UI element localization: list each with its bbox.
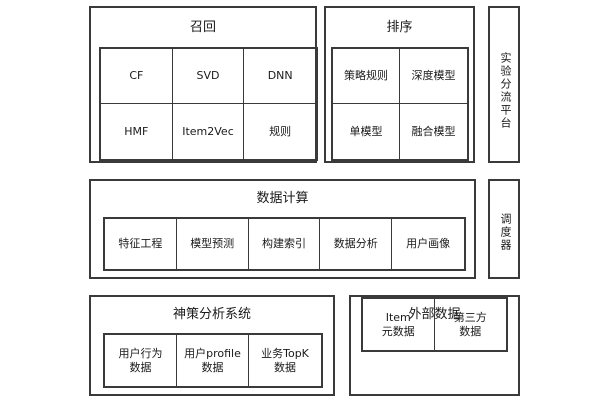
ab-platform-label: 实验分流平台 <box>499 52 512 130</box>
ab-platform-module: 实验分流平台 <box>488 6 520 163</box>
recall-title: 召回 <box>189 20 216 35</box>
rank-cell-deep-model: 深度模型 <box>400 49 467 104</box>
rank-cell-single-model: 单模型 <box>333 104 400 159</box>
compute-cell-build-index: 构建索引 <box>249 219 321 269</box>
rank-cell-strategy-rules: 策略规则 <box>333 49 400 104</box>
recall-cell-dnn: DNN <box>244 49 316 104</box>
external-data-module: 外部数据 Item 元数据 第三方 数据 <box>349 295 520 396</box>
scheduler-label: 调度器 <box>499 213 512 252</box>
scheduler-module: 调度器 <box>488 179 520 279</box>
analytics-system-title: 神策分析系统 <box>172 307 251 322</box>
recall-module: 召回 CF SVD DNN HMF Item2Vec 规则 <box>89 6 318 163</box>
compute-tasks-grid: 特征工程 模型预测 构建索引 数据分析 用户画像 <box>103 217 466 271</box>
recall-cell-hmf: HMF <box>101 104 173 159</box>
recall-algorithms-grid: CF SVD DNN HMF Item2Vec 规则 <box>99 47 318 161</box>
rank-module: 排序 策略规则 深度模型 单模型 融合模型 <box>324 6 475 163</box>
compute-cell-user-profile: 用户画像 <box>406 237 451 250</box>
compute-module: 数据计算 特征工程 模型预测 构建索引 数据分析 用户画像 <box>89 179 476 279</box>
analytics-cell-business-topk: 业务TopK 数据 <box>261 346 309 374</box>
recall-cell-cf: CF <box>101 49 173 104</box>
rank-models-grid: 策略规则 深度模型 单模型 融合模型 <box>331 47 469 161</box>
recall-cell-svd: SVD <box>172 49 245 104</box>
external-data-grid: Item 元数据 第三方 数据 <box>361 297 508 352</box>
analytics-data-grid: 用户行为 数据 用户profile 数据 业务TopK 数据 <box>103 333 323 388</box>
external-cell-third-party: 第三方 数据 <box>453 310 487 338</box>
analytics-cell-user-behavior: 用户行为 数据 <box>105 335 177 386</box>
compute-cell-model-prediction: 模型预测 <box>177 219 249 269</box>
recall-cell-rules: 规则 <box>269 124 292 138</box>
compute-cell-data-analysis: 数据分析 <box>320 219 393 269</box>
recall-cell-item2vec: Item2Vec <box>173 104 245 159</box>
analytics-cell-user-profile: 用户profile 数据 <box>177 335 249 386</box>
rank-title: 排序 <box>386 20 413 35</box>
rank-cell-ensemble-model: 融合模型 <box>411 124 456 138</box>
analytics-system-module: 神策分析系统 用户行为 数据 用户profile 数据 业务TopK 数据 <box>89 295 335 396</box>
compute-title: 数据计算 <box>256 191 309 206</box>
compute-cell-feature-engineering: 特征工程 <box>105 219 177 269</box>
external-cell-item-metadata: Item 元数据 <box>363 299 435 350</box>
